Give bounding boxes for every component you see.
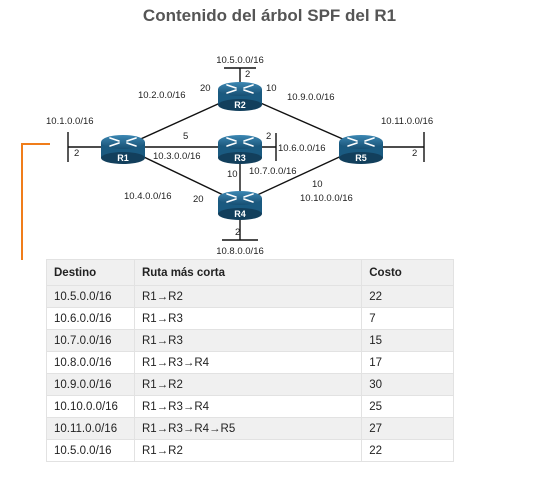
cost-r1-r3: 5 — [183, 131, 188, 142]
cost-r5-lan: 2 — [412, 148, 417, 159]
diagram-title: Contenido del árbol SPF del R1 — [142, 6, 397, 25]
router-label-r4: R4 — [234, 209, 246, 219]
cell-cost: 22 — [361, 439, 454, 462]
table-row: 10.11.0.0/16 R1→R3→R4→R5 27 — [46, 417, 454, 440]
cell-cost: 27 — [361, 417, 454, 440]
table-row: 10.8.0.0/16 R1→R3→R4 17 — [46, 351, 454, 374]
cell-path: R1→R3 — [133, 307, 363, 330]
router-r5: R5 — [338, 134, 384, 165]
router-r1: R1 — [100, 134, 146, 165]
table-row: 10.7.0.0/16 R1→R3 15 — [46, 329, 454, 352]
table-header-row: Destino Ruta más corta Costo — [46, 259, 454, 286]
cell-cost: 7 — [361, 307, 454, 330]
network-label-n5: 10.5.0.0/16 — [216, 55, 264, 66]
cell-destination: 10.5.0.0/16 — [46, 285, 135, 308]
cost-r1-lan: 2 — [74, 148, 79, 159]
router-label-r3: R3 — [234, 153, 246, 163]
network-label-n6: 10.6.0.0/16 — [278, 143, 326, 154]
cell-cost: 17 — [361, 351, 454, 374]
network-label-n10: 10.10.0.0/16 — [300, 193, 353, 204]
router-label-r5: R5 — [355, 153, 367, 163]
cell-cost: 30 — [361, 373, 454, 396]
router-label-r1: R1 — [117, 153, 129, 163]
cost-r2-lan: 2 — [245, 69, 250, 80]
router-r4: R4 — [217, 190, 263, 221]
header-destination: Destino — [46, 259, 135, 286]
router-r2: R2 — [217, 81, 263, 112]
network-label-n8: 10.8.0.0/16 — [216, 246, 264, 257]
router-label-r2: R2 — [234, 100, 246, 110]
table-row: 10.6.0.0/16 R1→R3 7 — [46, 307, 454, 330]
network-label-n1: 10.1.0.0/16 — [46, 116, 94, 127]
cost-r3-lan: 2 — [266, 131, 271, 142]
cell-path: R1→R2 — [133, 285, 363, 308]
network-topology: R1 R2 R3 R4 R5 10.1.0.0/16 10.2.0.0/16 1… — [21, 55, 433, 260]
cell-destination: 10.8.0.0/16 — [46, 351, 135, 374]
table-row: 10.5.0.0/16 R1→R2 22 — [46, 285, 454, 308]
cost-r4-r1: 20 — [193, 194, 204, 205]
network-label-n7: 10.7.0.0/16 — [249, 166, 297, 177]
cell-path: R1→R2 — [133, 373, 363, 396]
cell-path: R1→R3→R4 — [133, 351, 363, 374]
cell-destination: 10.6.0.0/16 — [46, 307, 135, 330]
cell-destination: 10.9.0.0/16 — [46, 373, 135, 396]
cell-path: R1→R3→R4 — [133, 395, 363, 418]
header-cost: Costo — [361, 259, 454, 286]
cell-destination: 10.7.0.0/16 — [46, 329, 135, 352]
highlight-arrow — [21, 143, 50, 260]
table-row: 10.9.0.0/16 R1→R2 30 — [46, 373, 454, 396]
cell-path: R1→R3→R4→R5 — [133, 417, 363, 440]
network-label-n11: 10.11.0.0/16 — [381, 116, 433, 127]
network-label-n2: 10.2.0.0/16 — [138, 90, 186, 101]
cell-destination: 10.10.0.0/16 — [46, 395, 135, 418]
table-row: 10.10.0.0/16 R1→R3→R4 25 — [46, 395, 454, 418]
cell-path: R1→R2 — [133, 439, 363, 462]
network-label-n3: 10.3.0.0/16 — [153, 151, 201, 162]
cost-r2-r1: 20 — [200, 83, 211, 94]
header-shortest-path: Ruta más corta — [133, 259, 363, 286]
spf-table: Destino Ruta más corta Costo 10.5.0.0/16… — [46, 259, 454, 462]
cell-destination: 10.11.0.0/16 — [46, 417, 135, 440]
cost-r2-r5: 10 — [266, 83, 277, 94]
network-label-n4: 10.4.0.0/16 — [124, 191, 172, 202]
cell-cost: 22 — [361, 285, 454, 308]
cost-r5-r4: 10 — [312, 179, 323, 190]
cost-r3-r4: 10 — [227, 169, 238, 180]
cell-destination: 10.5.0.0/16 — [46, 439, 135, 462]
cell-path: R1→R3 — [133, 329, 363, 352]
cell-cost: 15 — [361, 329, 454, 352]
cell-cost: 25 — [361, 395, 454, 418]
table-row: 10.5.0.0/16 R1→R2 22 — [46, 439, 454, 462]
cost-r4-lan: 2 — [235, 227, 240, 238]
router-r3: R3 — [217, 134, 263, 165]
network-label-n9: 10.9.0.0/16 — [287, 92, 335, 103]
